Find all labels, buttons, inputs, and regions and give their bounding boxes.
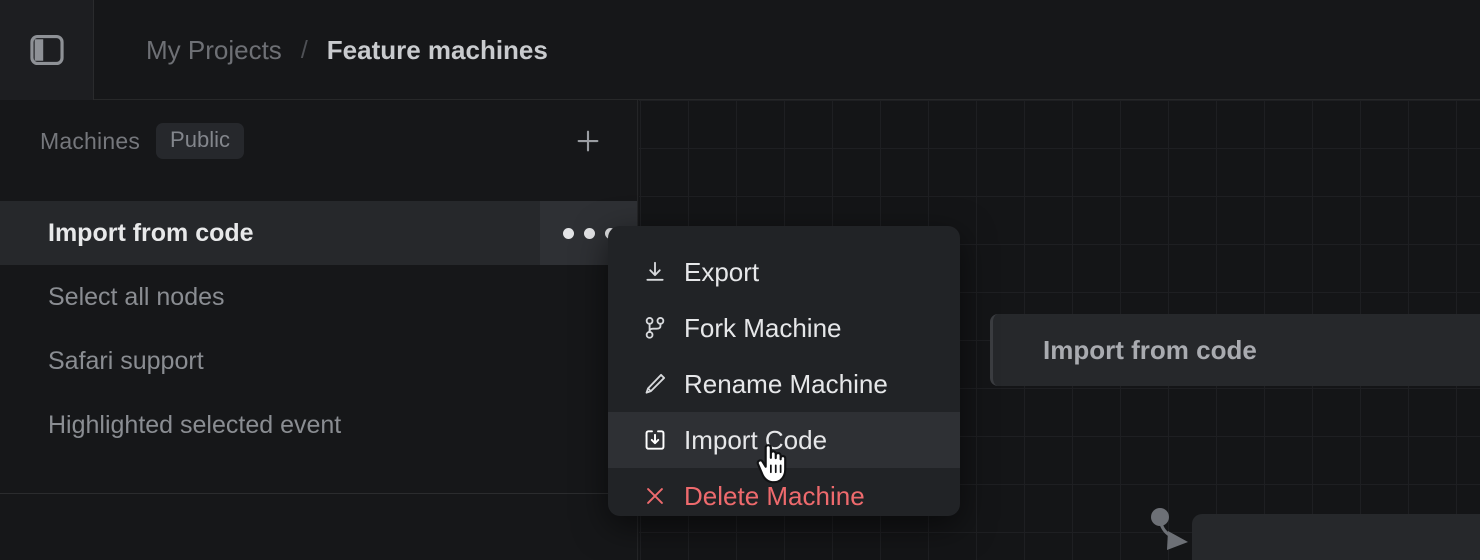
canvas-node-import-from-code[interactable]: Import from code [990, 314, 1480, 386]
menu-item-label: Delete Machine [684, 480, 865, 511]
menu-item-import-code[interactable]: Import Code [608, 412, 960, 468]
menu-item-label: Rename Machine [684, 368, 888, 399]
download-icon [640, 259, 670, 285]
sidebar-header: Machines Public [0, 100, 637, 182]
git-branch-icon [640, 315, 670, 341]
sidebar-toggle-icon [28, 31, 66, 69]
breadcrumb-separator: / [300, 35, 308, 64]
sidebar-item-highlighted-selected-event[interactable]: Highlighted selected event [0, 393, 637, 457]
canvas-node-no-machine-yet[interactable]: No machine yet [1192, 514, 1480, 560]
canvas-node-label: Import from code [1043, 334, 1257, 365]
machines-sidebar: Machines Public Import from code Select … [0, 100, 638, 560]
add-machine-button[interactable] [570, 123, 606, 159]
sidebar-title: Machines [40, 127, 141, 154]
plus-icon [573, 126, 603, 156]
sidebar-item-label: Highlighted selected event [48, 410, 342, 439]
menu-item-label: Fork Machine [684, 312, 842, 343]
visibility-badge: Public [156, 123, 244, 159]
menu-item-export[interactable]: Export [608, 244, 960, 300]
sidebar-item-import-from-code[interactable]: Import from code [0, 201, 637, 265]
menu-item-fork-machine[interactable]: Fork Machine [608, 300, 960, 356]
initial-state-arrow-icon [1144, 504, 1200, 560]
sidebar-item-select-all-nodes[interactable]: Select all nodes [0, 265, 637, 329]
breadcrumb-current: Feature machines [326, 34, 548, 65]
import-tray-icon [640, 427, 670, 453]
close-x-icon [640, 483, 670, 509]
sidebar-item-label: Select all nodes [48, 282, 225, 311]
breadcrumb-root-link[interactable]: My Projects [146, 34, 282, 65]
pencil-icon [640, 371, 670, 397]
menu-item-label: Export [684, 256, 760, 287]
breadcrumb: My Projects / Feature machines [146, 0, 548, 100]
menu-item-label: Import Code [684, 424, 828, 455]
top-bar: My Projects / Feature machines [0, 0, 1480, 100]
sidebar-item-label: Safari support [48, 346, 204, 375]
menu-item-rename-machine[interactable]: Rename Machine [608, 356, 960, 412]
menu-item-delete-machine[interactable]: Delete Machine [608, 468, 960, 516]
sidebar-item-label: Import from code [48, 218, 254, 247]
sidebar-item-safari-support[interactable]: Safari support [0, 329, 637, 393]
sidebar-divider [0, 493, 637, 494]
machine-context-menu: Export Fork Machine Renam [608, 226, 960, 516]
sidebar-toggle-button[interactable] [0, 0, 94, 100]
